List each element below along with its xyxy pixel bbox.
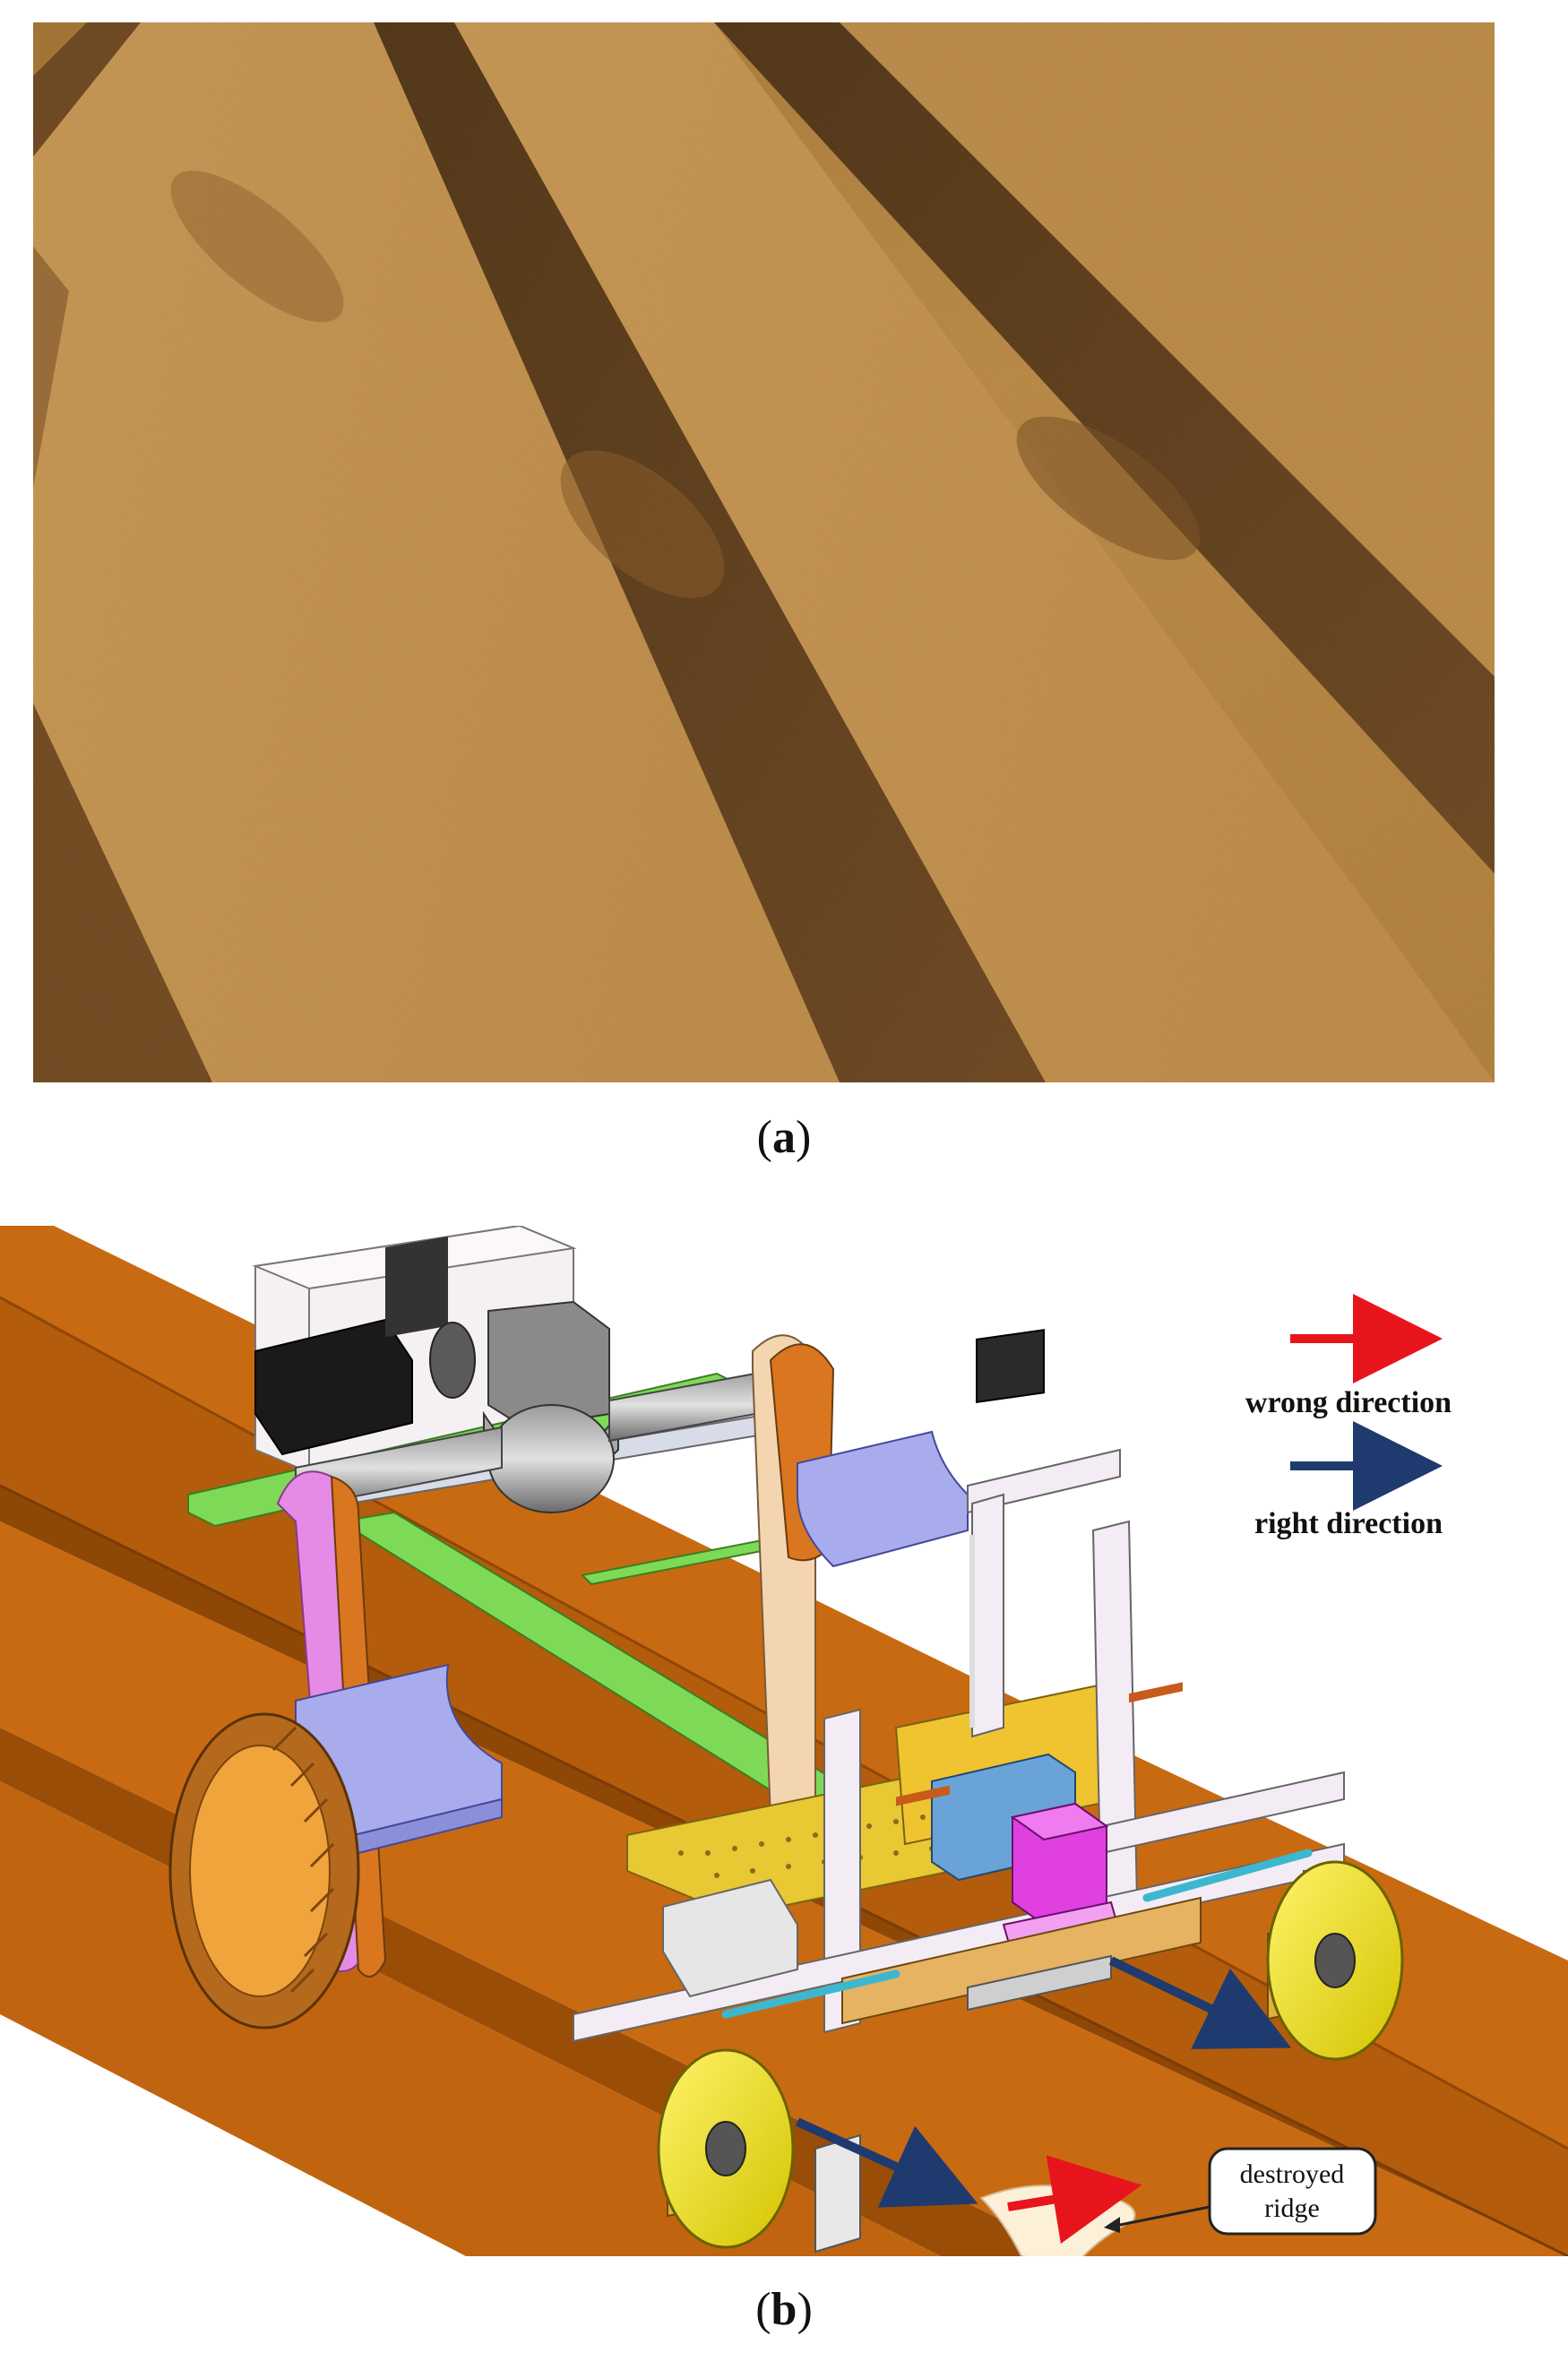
caption-b: (b)	[755, 2284, 813, 2335]
shaping-bar	[841, 1682, 1202, 2025]
ridge-machine-illustration: destroyed ridge wrong direction right di…	[0, 1226, 1568, 2256]
destroyed-ridge-callout: destroyed ridge	[1104, 2147, 1377, 2236]
cyan-rods	[721, 1849, 1313, 2019]
left-caster-wheel	[657, 2048, 861, 2254]
right-seat	[797, 1430, 969, 1568]
callout-line-1: destroyed	[1240, 2159, 1345, 2189]
field-arrow-wrong	[1007, 2155, 1142, 2245]
legend-label-right: right direction	[1254, 1507, 1443, 1540]
panel-b-machine-diagram: destroyed ridge wrong direction right di…	[0, 1226, 1568, 2256]
drive-motor	[254, 1236, 476, 1456]
rear-drive-wheel	[168, 1712, 360, 2030]
legend-label-wrong: wrong direction	[1245, 1386, 1452, 1419]
callout-line-2: ridge	[1264, 2193, 1320, 2223]
panel-a-soil-photo	[33, 22, 1495, 1082]
stepper-motor	[969, 1329, 1045, 1728]
direction-legend: wrong direction right direction	[1245, 1294, 1452, 1540]
field-arrow-right-1	[1108, 1956, 1291, 2049]
sensor-housing	[662, 1878, 798, 1998]
right-caster-wheel	[1266, 1860, 1404, 2061]
field-arrow-right-2	[795, 2117, 978, 2208]
soil-ridges-illustration	[33, 22, 1495, 1082]
gearbox	[483, 1300, 619, 1513]
caption-a: (a)	[756, 1112, 812, 1163]
